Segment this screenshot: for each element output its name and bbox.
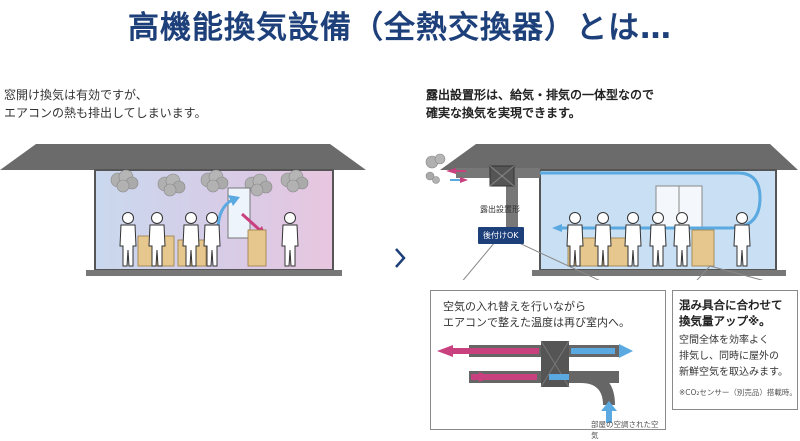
- retrofit-ok-badge: 後付けOK: [478, 227, 524, 244]
- chevron-right-icon: [395, 248, 406, 268]
- boost-body1: 空間全体を効率よく: [679, 335, 769, 346]
- left-roof: [0, 144, 366, 170]
- boost-heading1: 混み具合に合わせて: [679, 298, 783, 312]
- boost-heading2: 換気量アップ※。: [679, 314, 771, 328]
- right-caption: 露出設置形は、給気・排気の一体型なので 確実な換気を実現できます。: [426, 86, 654, 122]
- unit-label: 露出設置形: [480, 205, 520, 214]
- right-caption-line1: 露出設置形は、給気・排気の一体型なので: [426, 88, 655, 102]
- left-caption: 窓開け換気は有効ですが、 エアコンの熱も排出してしまいます。: [4, 86, 206, 122]
- right-house-illustration: [425, 144, 798, 280]
- callout-line2: エアコンで整えた温度は再び室内へ。: [443, 316, 630, 329]
- heat-exchange-callout: 空気の入れ替えを行いながら エアコンで整えた温度は再び室内へ。 部屋の空調された…: [430, 290, 666, 440]
- window-icon: [227, 187, 251, 239]
- callout-line1: 空気の入れ替えを行いながら: [443, 300, 586, 313]
- supply-arrow: [240, 212, 264, 234]
- room-air-label: 部屋の空調された空気: [591, 420, 659, 440]
- airflow-boost-callout: 混み具合に合わせて 換気量アップ※。 空間全体を効率よく 排気し、同時に屋外の …: [672, 290, 798, 410]
- right-caption-line2: 確実な換気を実現できます。: [426, 106, 581, 120]
- air-conditioner-icon: [691, 229, 715, 267]
- boost-body3: 新鮮空気を取込みます。: [679, 367, 788, 378]
- right-roof: [440, 144, 798, 170]
- page-title: 高機能換気設備（全熱交換器）とは…: [128, 10, 672, 46]
- smoke-cloud-icon: [425, 153, 446, 184]
- left-house-illustration: [0, 144, 366, 276]
- boost-body2: 排気し、同時に屋外の: [679, 351, 779, 362]
- left-caption-line2: エアコンの熱も排出してしまいます。: [4, 106, 207, 120]
- left-caption-line1: 窓開け換気は有効ですが、: [4, 88, 148, 102]
- heat-exchanger-diagram: [437, 340, 633, 423]
- co2-sensor-note: ※CO₂センサー（別売品）搭載時。: [679, 388, 797, 397]
